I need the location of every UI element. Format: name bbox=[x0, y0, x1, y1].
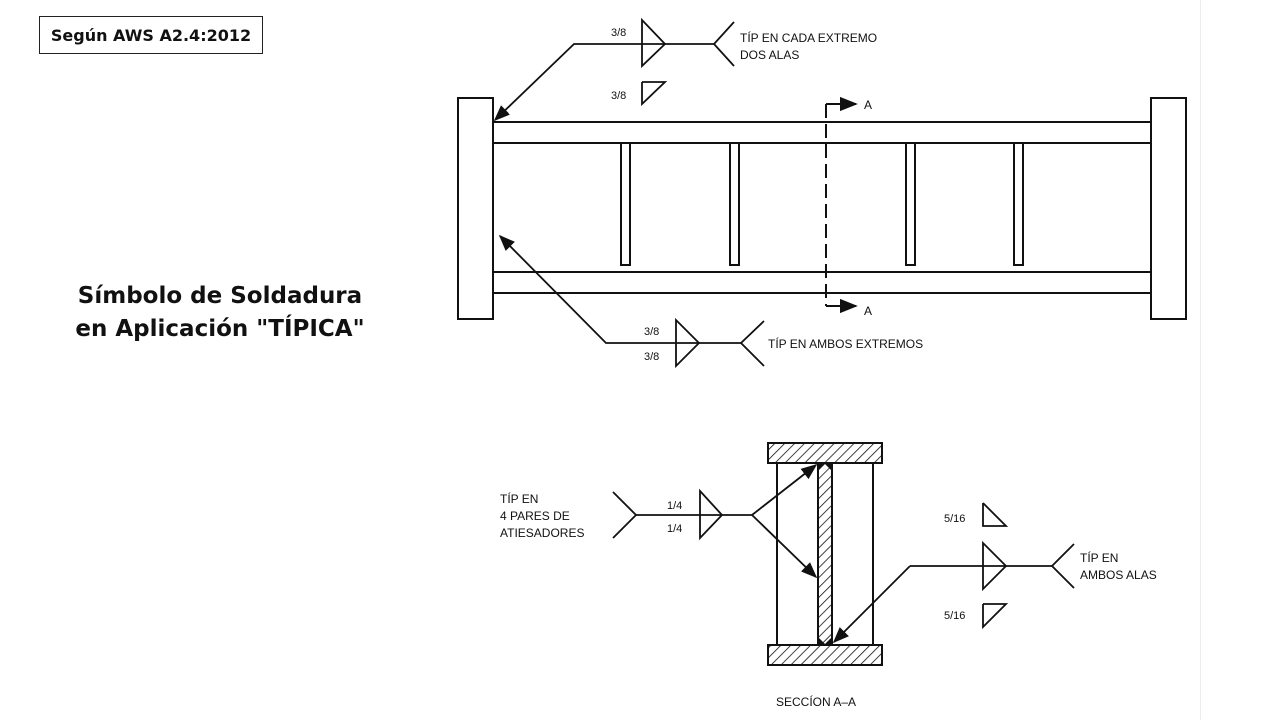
bottom-arrow-leader bbox=[498, 234, 741, 344]
top-note-line-2: DOS ALAS bbox=[740, 48, 799, 62]
page-title: Símbolo de Soldadura en Aplicación "TÍPI… bbox=[40, 280, 400, 346]
section-mark-bottom: A bbox=[864, 304, 872, 318]
right-note-line-2: AMBOS ALAS bbox=[1080, 568, 1157, 582]
fillet-symbol-alt-upper bbox=[982, 502, 1009, 527]
fillet-symbol-arrow-side bbox=[982, 540, 1007, 567]
section-stiffener-left bbox=[776, 462, 819, 646]
top-weld-symbol bbox=[493, 17, 735, 122]
bottom-weld-symbol bbox=[498, 234, 765, 369]
stiffener-1 bbox=[620, 142, 631, 266]
right-end-plate bbox=[1150, 97, 1187, 320]
fillet-symbol-other-side bbox=[982, 565, 1007, 592]
fillet-symbol-arrow-side bbox=[699, 488, 723, 516]
bottom-note: TÍP EN AMBOS EXTREMOS bbox=[768, 336, 923, 351]
section-a-a bbox=[767, 442, 883, 666]
fillet-symbol-alt-lower bbox=[982, 603, 1009, 630]
fillet-weld-bottom-left bbox=[818, 637, 826, 645]
section-web bbox=[817, 462, 833, 646]
section-mark-top: A bbox=[864, 98, 872, 112]
right-size-lower: 5/16 bbox=[944, 610, 965, 622]
fillet-symbol-alt bbox=[641, 81, 668, 107]
bottom-tail bbox=[739, 320, 765, 367]
left-note-line-2: 4 PARES DE bbox=[500, 509, 570, 523]
left-tail bbox=[612, 491, 638, 539]
left-note-line-3: ATIESADORES bbox=[500, 526, 584, 540]
top-size-lower: 3/8 bbox=[611, 90, 626, 102]
fillet-symbol-other-side bbox=[675, 342, 700, 369]
section-left-weld-symbol bbox=[612, 464, 818, 579]
fillet-symbol-arrow-side bbox=[675, 317, 700, 344]
fillet-weld-top-left bbox=[818, 463, 826, 471]
section-cut-line bbox=[825, 96, 858, 314]
page-divider bbox=[1200, 0, 1201, 720]
section-bottom-flange bbox=[767, 644, 883, 666]
left-end-plate bbox=[457, 97, 494, 320]
left-size-lower: 1/4 bbox=[667, 523, 682, 535]
right-arrow bbox=[832, 565, 911, 644]
stiffener-3 bbox=[905, 142, 916, 266]
right-tail bbox=[1050, 543, 1075, 589]
left-note-line-1: TÍP EN bbox=[500, 491, 538, 506]
fillet-symbol-other-side bbox=[699, 514, 723, 541]
title-line-2: en Aplicación "TÍPICA" bbox=[75, 316, 365, 342]
section-stiffener-right bbox=[831, 462, 874, 646]
reference-label: Según AWS A2.4:2012 bbox=[39, 16, 263, 54]
fillet-weld-top-right bbox=[824, 463, 832, 471]
top-note-line-1: TÍP EN CADA EXTREMO bbox=[740, 30, 877, 45]
fillet-symbol-other-side bbox=[641, 43, 666, 69]
title-line-1: Símbolo de Soldadura bbox=[77, 283, 363, 309]
stiffener-2 bbox=[729, 142, 740, 266]
stiffener-4 bbox=[1013, 142, 1024, 266]
beam-elevation bbox=[457, 97, 1187, 320]
fillet-weld-bottom-right bbox=[824, 637, 832, 645]
left-size-upper: 1/4 bbox=[667, 500, 682, 512]
bottom-size-upper: 3/8 bbox=[644, 326, 659, 338]
section-top-flange bbox=[767, 442, 883, 464]
fillet-symbol-arrow-side bbox=[641, 17, 666, 45]
top-tail bbox=[712, 21, 735, 67]
top-size-upper: 3/8 bbox=[611, 27, 626, 39]
top-arrow-leader bbox=[493, 43, 714, 122]
right-size-upper: 5/16 bbox=[944, 513, 965, 525]
section-right-weld-symbol bbox=[832, 502, 1075, 644]
section-caption: SECCÍON A–A bbox=[776, 694, 856, 709]
right-note-line-1: TÍP EN bbox=[1080, 550, 1118, 565]
left-arrow-upper bbox=[751, 464, 818, 516]
left-arrow-lower bbox=[751, 514, 818, 579]
bottom-size-lower: 3/8 bbox=[644, 351, 659, 363]
